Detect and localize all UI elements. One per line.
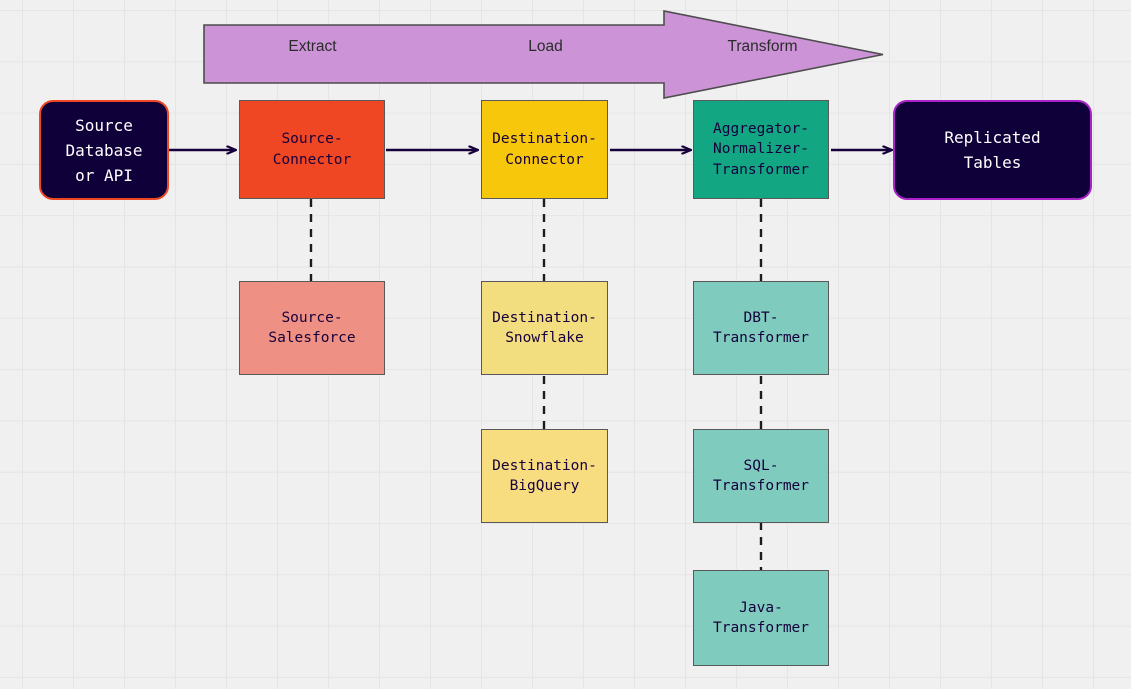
node-source-connector[interactable]: Source- Connector xyxy=(239,100,385,199)
phase-label-transform: Transform xyxy=(727,38,798,55)
node-source-salesforce[interactable]: Source- Salesforce xyxy=(239,281,385,375)
phase-label-load: Load xyxy=(528,38,563,55)
node-destination-connector[interactable]: Destination- Connector xyxy=(481,100,608,199)
phase-label-extract: Extract xyxy=(288,38,337,55)
node-aggregator-normalizer-transformer[interactable]: Aggregator- Normalizer- Transformer xyxy=(693,100,829,199)
node-source-database-or-api[interactable]: Source Database or API xyxy=(39,100,169,200)
node-destination-snowflake[interactable]: Destination- Snowflake xyxy=(481,281,608,375)
phase-arrow-shape xyxy=(203,10,884,99)
node-java-transformer[interactable]: Java- Transformer xyxy=(693,570,829,666)
node-destination-bigquery[interactable]: Destination- BigQuery xyxy=(481,429,608,523)
node-dbt-transformer[interactable]: DBT- Transformer xyxy=(693,281,829,375)
node-replicated-tables[interactable]: Replicated Tables xyxy=(893,100,1092,200)
elt-phase-banner: Extract Load Transform xyxy=(203,10,884,99)
node-sql-transformer[interactable]: SQL- Transformer xyxy=(693,429,829,523)
